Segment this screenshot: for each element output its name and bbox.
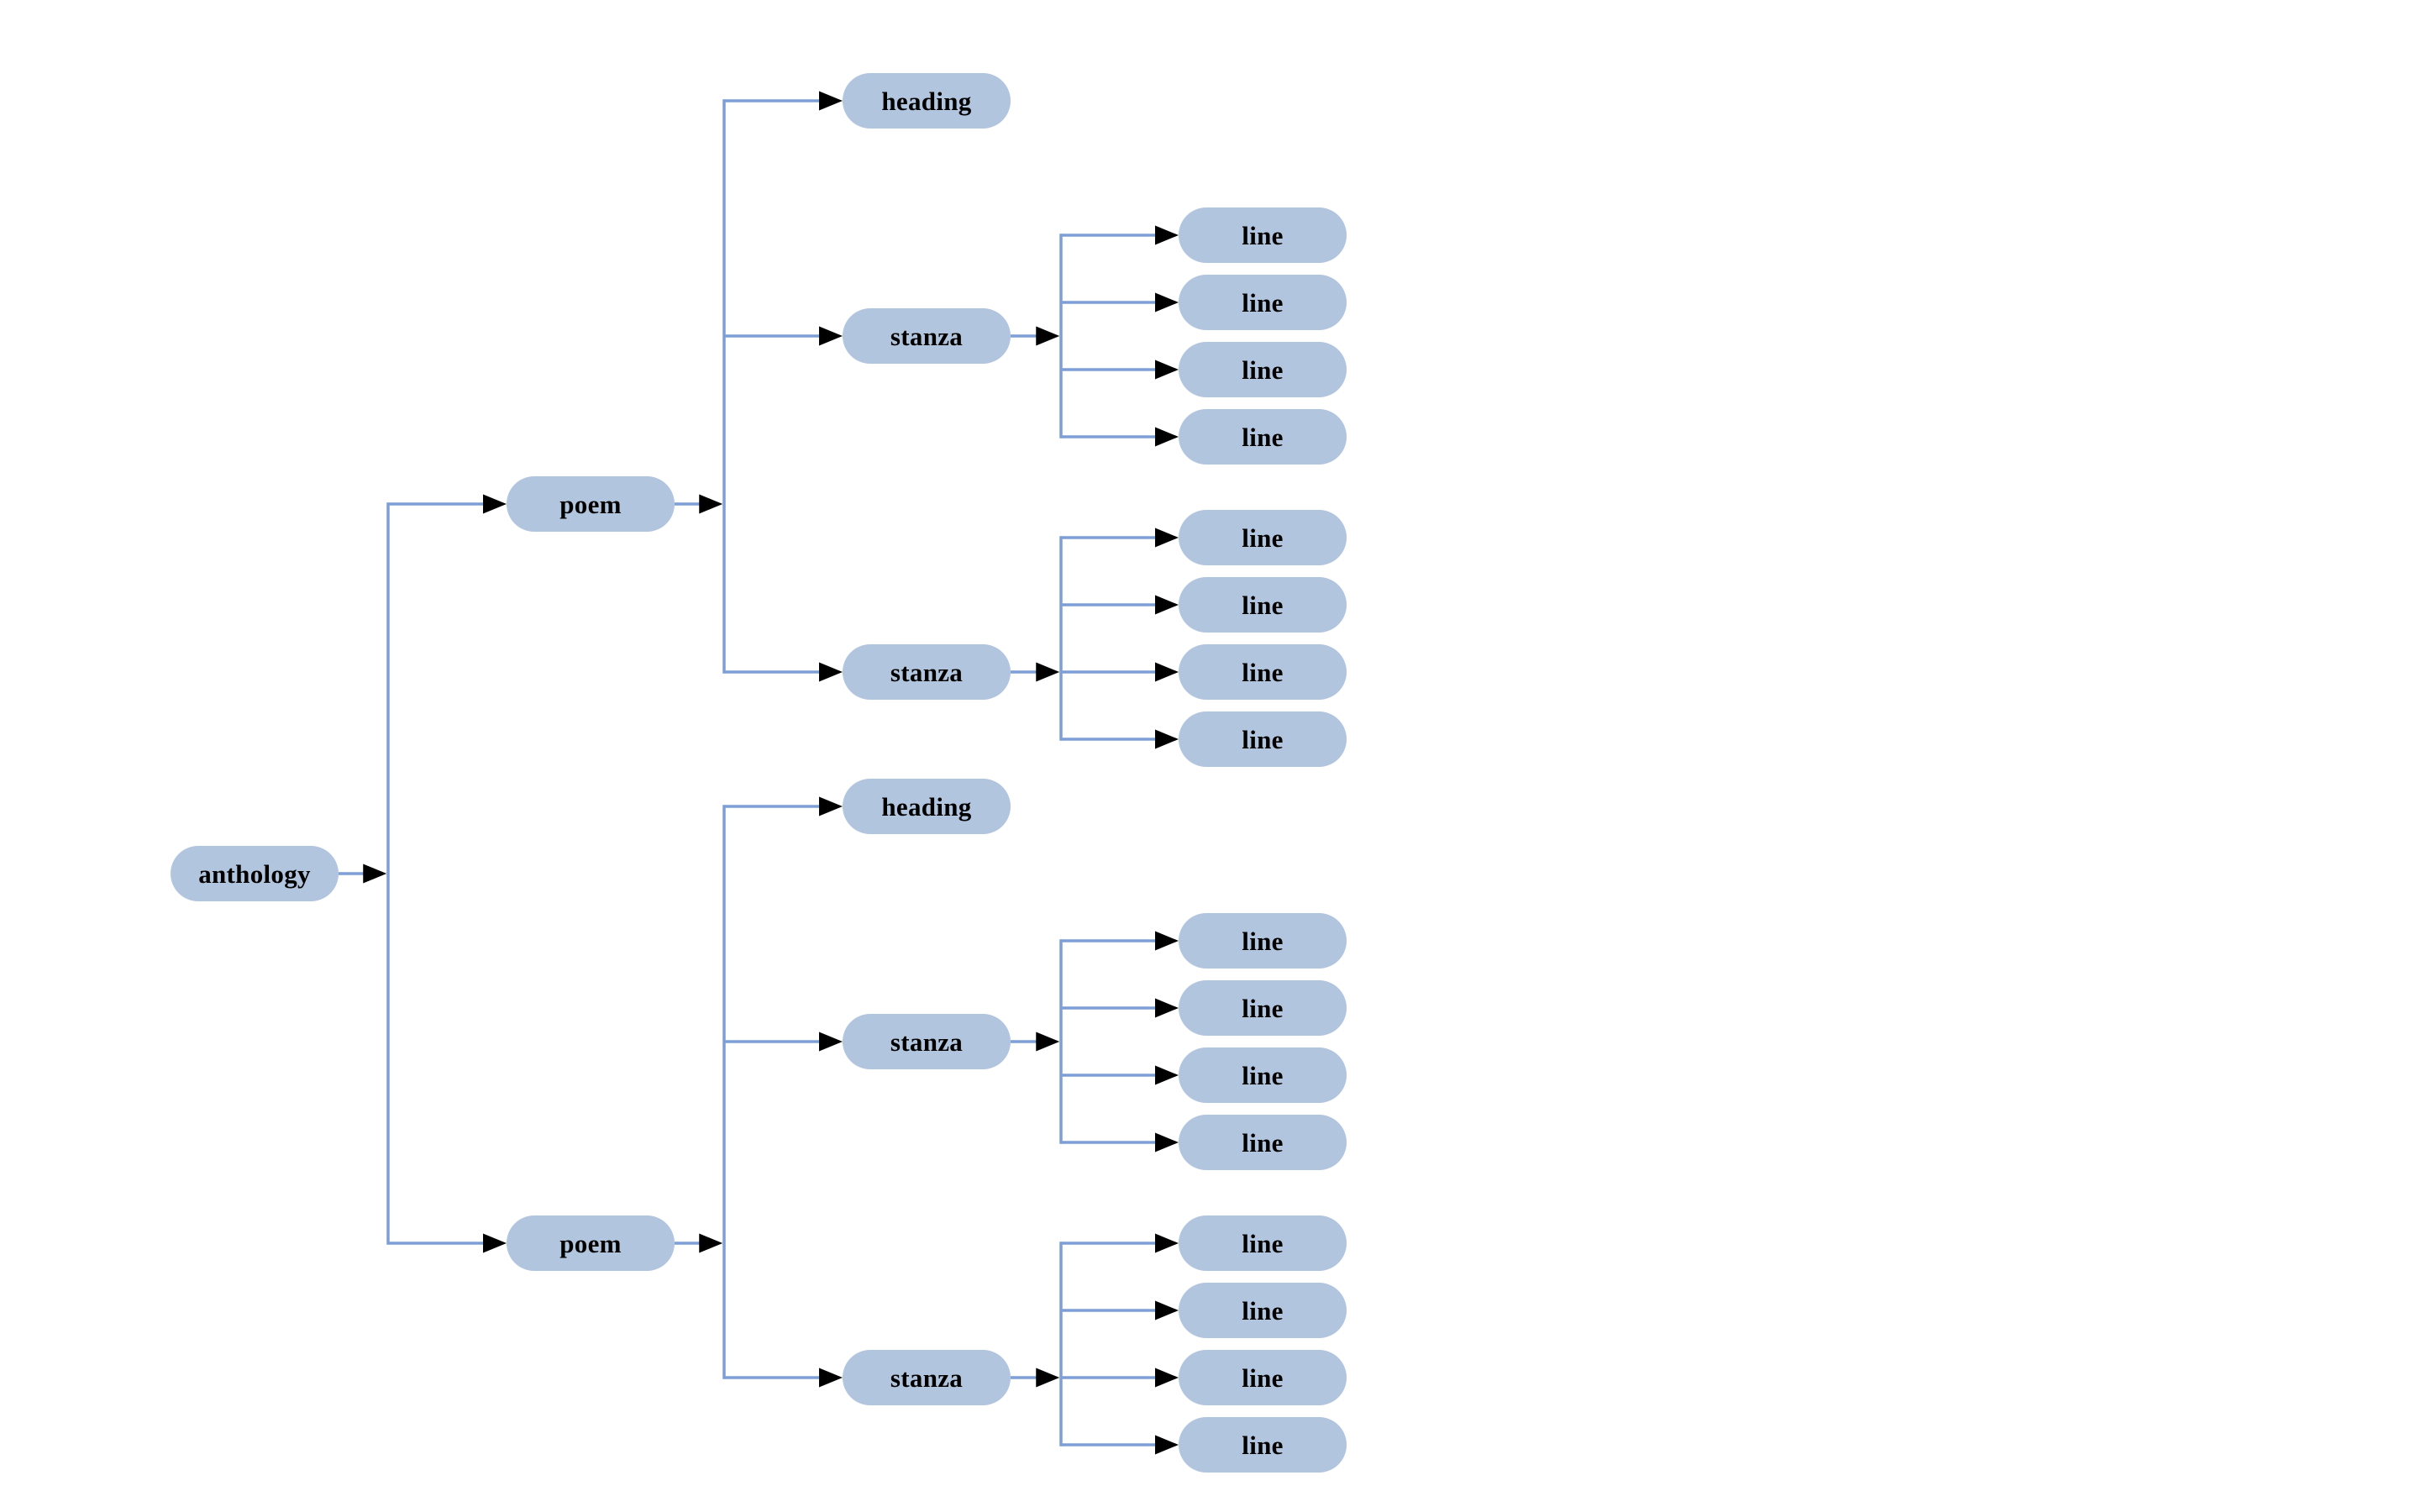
node-poem-2: poem bbox=[507, 1215, 675, 1271]
node-line-3-2: line bbox=[1179, 980, 1347, 1036]
node-stanza-2: stanza bbox=[843, 644, 1011, 700]
arrowhead-icon bbox=[1155, 1368, 1179, 1388]
edge-group-poem-2 bbox=[675, 796, 843, 1388]
arrowhead-icon bbox=[819, 1032, 843, 1052]
node-line-3-3: line bbox=[1179, 1047, 1347, 1103]
node-line-4-3: line bbox=[1179, 1350, 1347, 1405]
node-stanza-3: stanza bbox=[843, 1014, 1011, 1069]
edge-group-poem-1 bbox=[675, 91, 843, 682]
node-heading-2: heading bbox=[843, 779, 1011, 834]
arrowhead-icon bbox=[819, 326, 843, 346]
node-line-1-3: line bbox=[1179, 342, 1347, 397]
arrowhead-icon bbox=[819, 662, 843, 682]
node-line-3-4: line bbox=[1179, 1115, 1347, 1170]
arrowhead-icon bbox=[1036, 1032, 1060, 1052]
node-line-1-2: line bbox=[1179, 275, 1347, 330]
arrowhead-icon bbox=[1155, 360, 1179, 380]
node-line-4-2: line bbox=[1179, 1283, 1347, 1338]
node-heading-1: heading bbox=[843, 73, 1011, 129]
arrowhead-icon bbox=[483, 1233, 507, 1253]
arrowhead-icon bbox=[1155, 729, 1179, 749]
arrowhead-icon bbox=[699, 494, 723, 514]
node-poem-1: poem bbox=[507, 476, 675, 532]
arrowhead-icon bbox=[819, 796, 843, 816]
node-line-1-4: line bbox=[1179, 409, 1347, 465]
arrowhead-icon bbox=[1155, 225, 1179, 245]
arrowhead-icon bbox=[1155, 292, 1179, 312]
arrowhead-icon bbox=[1155, 1233, 1179, 1253]
node-stanza-1: stanza bbox=[843, 308, 1011, 364]
arrowhead-icon bbox=[1155, 1435, 1179, 1455]
arrowhead-icon bbox=[1036, 1368, 1060, 1388]
arrowhead-icon bbox=[1155, 1132, 1179, 1152]
node-line-1-1: line bbox=[1179, 207, 1347, 263]
arrowhead-icon bbox=[1036, 662, 1060, 682]
arrowhead-icon bbox=[1155, 662, 1179, 682]
arrowhead-icon bbox=[1155, 595, 1179, 615]
arrowhead-icon bbox=[819, 91, 843, 111]
edge-group-stanza-4 bbox=[1011, 1233, 1179, 1455]
arrowhead-icon bbox=[363, 864, 387, 884]
arrowhead-icon bbox=[819, 1368, 843, 1388]
arrowhead-icon bbox=[483, 494, 507, 514]
arrowhead-icon bbox=[1155, 427, 1179, 447]
node-line-2-3: line bbox=[1179, 644, 1347, 700]
node-line-3-1: line bbox=[1179, 913, 1347, 969]
node-line-2-4: line bbox=[1179, 711, 1347, 767]
node-stanza-4: stanza bbox=[843, 1350, 1011, 1405]
node-line-4-1: line bbox=[1179, 1215, 1347, 1271]
node-anthology: anthology bbox=[171, 846, 339, 901]
node-line-4-4: line bbox=[1179, 1417, 1347, 1473]
node-line-2-2: line bbox=[1179, 577, 1347, 633]
arrowhead-icon bbox=[1155, 998, 1179, 1018]
edge-group-stanza-3 bbox=[1011, 931, 1179, 1152]
arrowhead-icon bbox=[1036, 326, 1060, 346]
arrowhead-icon bbox=[1155, 528, 1179, 548]
arrowhead-icon bbox=[699, 1233, 723, 1253]
arrowhead-icon bbox=[1155, 1065, 1179, 1085]
arrowhead-icon bbox=[1155, 931, 1179, 951]
node-line-2-1: line bbox=[1179, 510, 1347, 565]
edge-group-anthology bbox=[339, 494, 507, 1253]
edge-group-stanza-2 bbox=[1011, 528, 1179, 749]
edge-group-stanza-1 bbox=[1011, 225, 1179, 447]
arrowhead-icon bbox=[1155, 1300, 1179, 1320]
